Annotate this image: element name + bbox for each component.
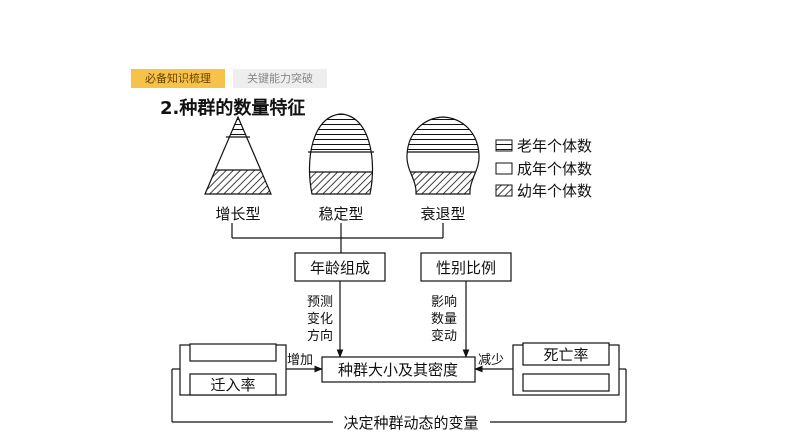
tab-key-abilities[interactable]: 关键能力突破 (233, 69, 327, 88)
immigration-box (189, 373, 277, 396)
label-predict-2: 变化 (307, 311, 333, 327)
growth-pyramid (204, 115, 272, 195)
legend-swatch-adult (495, 162, 513, 175)
declining-pyramid (406, 116, 480, 195)
bracket-connector (231, 223, 444, 253)
left-group: 迁入率 (179, 343, 287, 396)
label-affect-2: 数量 (431, 312, 457, 327)
label-growth-type: 增长型 (215, 205, 260, 223)
label-affect-1: 影响 (431, 294, 457, 310)
death-rate-box (522, 342, 610, 366)
sex-ratio-label: 性别比例 (436, 259, 496, 277)
label-predict-1: 预测 (307, 295, 333, 310)
label-declining-type: 衰退型 (420, 205, 465, 223)
label-affect-3: 变动 (431, 328, 457, 344)
population-density-label: 种群大小及其密度 (338, 361, 458, 379)
label-decrease: 减少 (478, 353, 504, 368)
stable-pyramid (308, 113, 374, 195)
blank-birth-box (522, 373, 610, 392)
immigration-label: 迁入率 (210, 376, 255, 394)
bottom-bracket (171, 368, 627, 423)
page-title: 2.种群的数量特征 (160, 98, 306, 119)
legend-old: 老年个体数 (517, 137, 592, 155)
label-predict-3: 方向 (307, 328, 333, 344)
label-stable-type: 稳定型 (318, 205, 363, 223)
legend-young: 幼年个体数 (517, 182, 592, 200)
bottom-caption: 决定种群动态的变量 (343, 414, 478, 432)
right-group: 死亡率 (512, 342, 620, 396)
death-rate-label: 死亡率 (543, 346, 588, 364)
sex-ratio-box (420, 252, 512, 282)
legend-swatch-young (495, 184, 513, 197)
legend-swatch-old (495, 139, 513, 152)
label-increase: 增加 (287, 353, 313, 368)
blank-emigration-box (189, 343, 277, 362)
age-composition-label: 年龄组成 (310, 259, 370, 277)
legend: 老年个体数 成年个体数 幼年个体数 (495, 137, 592, 200)
legend-adult: 成年个体数 (517, 160, 592, 178)
population-density-box (321, 356, 476, 383)
tab-essential-knowledge[interactable]: 必备知识梳理 (131, 69, 225, 88)
